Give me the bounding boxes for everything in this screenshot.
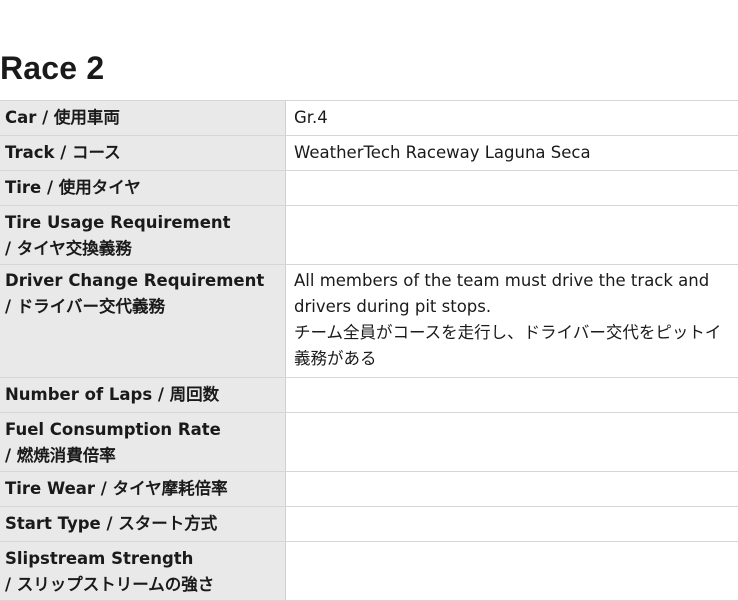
table-row-tire-wear: Tire Wear / タイヤ摩耗倍率 [0,472,738,507]
table-row-car: Car / 使用車両 Gr.4 [0,101,738,136]
row-label-line: Car / 使用車両 [5,108,120,127]
table-row-slipstream-strength: Slipstream Strength / スリップストリームの強さ [0,542,738,601]
table-row-track: Track / コース WeatherTech Raceway Laguna S… [0,136,738,171]
row-value [286,413,738,471]
row-value [286,472,738,506]
row-label: Tire / 使用タイヤ [0,171,286,205]
row-label-line: Driver Change Requirement [5,271,265,290]
row-label-line: Track / コース [5,143,121,162]
table-row-number-of-laps: Number of Laps / 周回数 [0,378,738,413]
row-label: Driver Change Requirement / ドライバー交代義務 [0,265,286,377]
table-row-tire: Tire / 使用タイヤ [0,171,738,206]
row-value-line: Gr.4 [294,108,328,127]
row-value-line: 義務がある [294,349,377,368]
row-label: Tire Wear / タイヤ摩耗倍率 [0,472,286,506]
table-row-fuel-consumption-rate: Fuel Consumption Rate / 燃焼消費倍率 [0,413,738,472]
row-label-line: / スリップストリームの強さ [5,575,215,594]
row-value: Gr.4 [286,101,738,135]
row-label: Number of Laps / 周回数 [0,378,286,412]
row-label: Slipstream Strength / スリップストリームの強さ [0,542,286,600]
row-label-line: Number of Laps / 周回数 [5,385,220,404]
row-value [286,507,738,541]
row-value-line: チーム全員がコースを走行し、ドライバー交代をピットイ [294,323,722,342]
row-label-line: Start Type / スタート方式 [5,514,218,533]
row-label-line: Fuel Consumption Rate [5,420,221,439]
row-label: Tire Usage Requirement / タイヤ交換義務 [0,206,286,264]
row-value-line: WeatherTech Raceway Laguna Seca [294,143,591,162]
row-label-line: Slipstream Strength [5,549,194,568]
table-row-tire-usage-requirement: Tire Usage Requirement / タイヤ交換義務 [0,206,738,265]
row-label-line: Tire Wear / タイヤ摩耗倍率 [5,479,228,498]
row-label: Track / コース [0,136,286,170]
page-title: Race 2 [0,50,105,86]
row-value [286,171,738,205]
row-label: Car / 使用車両 [0,101,286,135]
row-value [286,378,738,412]
table-row-driver-change-requirement: Driver Change Requirement / ドライバー交代義務 Al… [0,265,738,378]
row-label-line: Tire Usage Requirement [5,213,231,232]
row-label: Fuel Consumption Rate / 燃焼消費倍率 [0,413,286,471]
row-value-line: drivers during pit stops. [294,297,492,316]
row-label: Start Type / スタート方式 [0,507,286,541]
row-value [286,206,738,264]
row-value: WeatherTech Raceway Laguna Seca [286,136,738,170]
row-label-line: / ドライバー交代義務 [5,297,165,316]
race-spec-table: Car / 使用車両 Gr.4 Track / コース WeatherTech … [0,100,738,601]
row-value [286,542,738,600]
table-row-start-type: Start Type / スタート方式 [0,507,738,542]
row-value-line: All members of the team must drive the t… [294,271,710,290]
row-value: All members of the team must drive the t… [286,265,738,377]
row-label-line: Tire / 使用タイヤ [5,178,141,197]
row-label-line: / 燃焼消費倍率 [5,446,116,465]
row-label-line: / タイヤ交換義務 [5,239,132,258]
